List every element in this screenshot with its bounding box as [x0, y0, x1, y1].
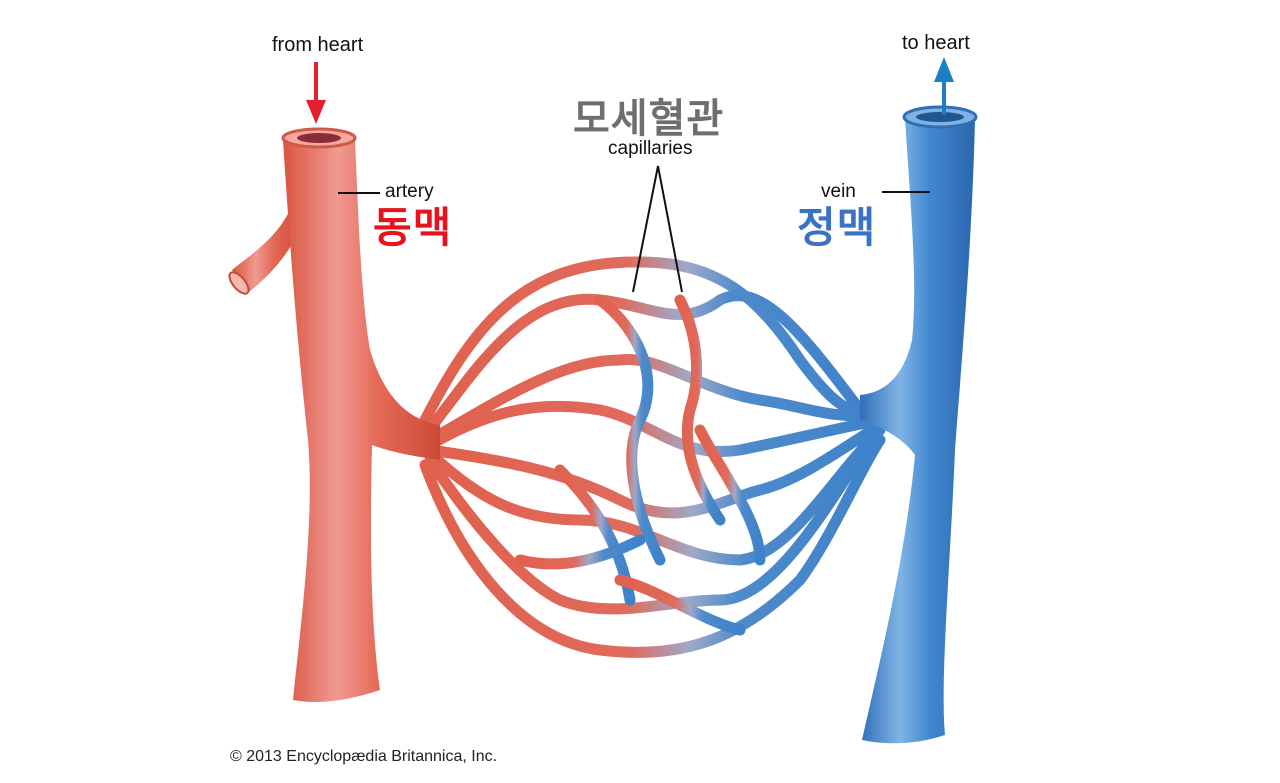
artery-label: artery: [385, 181, 434, 202]
capillaries-label: capillaries: [608, 138, 693, 159]
artery-korean-label: 동맥: [373, 204, 453, 251]
vein-label: vein: [821, 181, 856, 202]
artery-vessel: [228, 127, 440, 702]
to-heart-label: to heart: [902, 32, 970, 54]
leader-lines: [338, 165, 930, 293]
capillary-network: [414, 256, 886, 658]
vein-korean-label: 정맥: [797, 204, 877, 251]
from-heart-label: from heart: [272, 34, 364, 56]
capillaries-leader-line: [632, 165, 683, 293]
vein-vessel: [860, 105, 978, 744]
copyright-notice: © 2013 Encyclopædia Britannica, Inc.: [230, 748, 498, 765]
outflow-arrow-icon: [934, 57, 954, 115]
capillaries-korean-label: 모세혈관: [573, 97, 725, 141]
inflow-arrow-icon: [306, 62, 326, 124]
